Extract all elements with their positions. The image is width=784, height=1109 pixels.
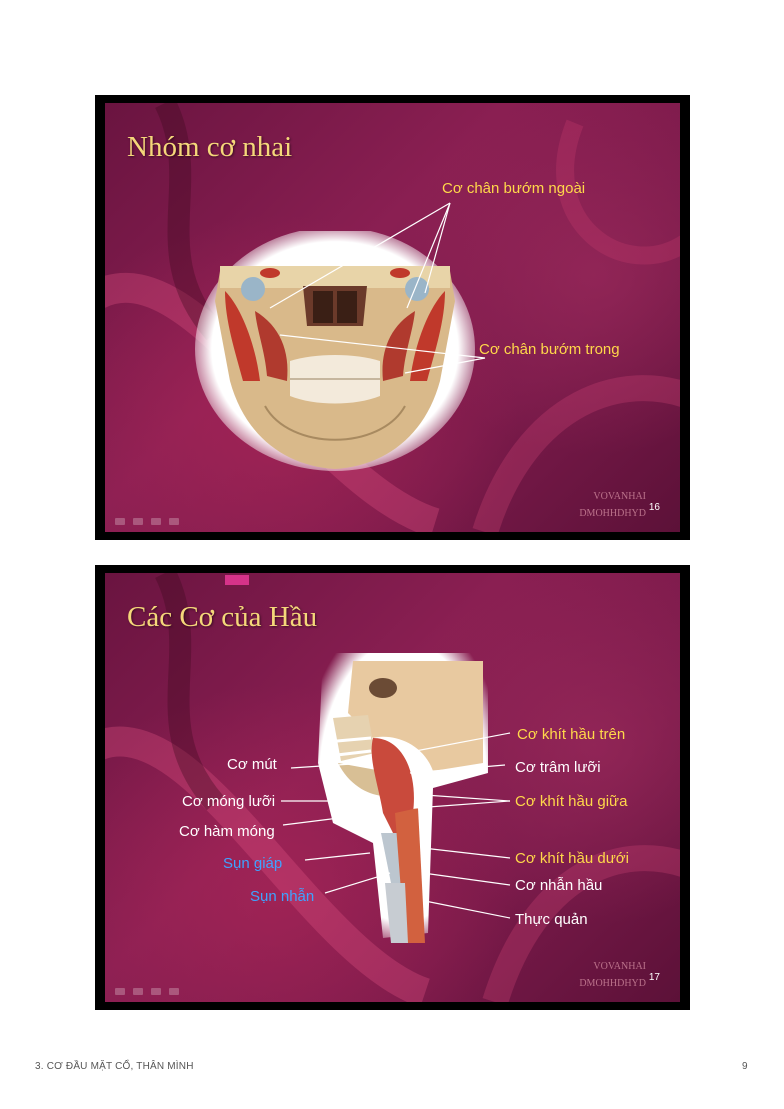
label-mylohyoid: Cơ hàm móng — [179, 823, 275, 840]
watermark: VOVANHAI DMOHHDHYD — [579, 488, 646, 522]
menu-icon[interactable] — [151, 988, 161, 995]
footer-chapter: 3. CƠ ĐẦU MẶT CỔ, THÂN MÌNH — [35, 1061, 194, 1072]
slide-page-number: 17 — [648, 972, 660, 983]
label-cricopharyngeus: Cơ nhẫn hầu — [515, 877, 603, 894]
slide-16-canvas: Nhóm cơ nhai — [105, 103, 680, 532]
prev-arrow-icon[interactable] — [115, 988, 125, 995]
footer-page-number: 9 — [742, 1061, 748, 1072]
next-arrow-icon[interactable] — [169, 518, 179, 525]
pharynx-muscle-illustration — [318, 653, 488, 943]
pen-icon[interactable] — [133, 518, 143, 525]
slide-title: Nhóm cơ nhai — [127, 131, 293, 163]
watermark-line-1: VOVANHAI — [593, 491, 646, 502]
background-swirl — [105, 573, 680, 1002]
watermark: VOVANHAI DMOHHDHYD — [579, 958, 646, 992]
slide-17-canvas: Các Cơ của Hầu — [105, 573, 680, 1002]
label-thyroid-cartilage: Sụn giáp — [223, 855, 283, 872]
jaw-muscle-illustration — [195, 231, 475, 471]
slide-title: Các Cơ của Hầu — [127, 601, 318, 633]
slide-nav-controls[interactable] — [115, 518, 179, 525]
watermark-line-1: VOVANHAI — [593, 961, 646, 972]
label-buccinator: Cơ mút — [227, 756, 277, 773]
label-esophagus: Thực quản — [515, 911, 588, 928]
slide-17: Các Cơ của Hầu — [95, 565, 690, 1010]
slide-nav-controls[interactable] — [115, 988, 179, 995]
slide-16: Nhóm cơ nhai — [95, 95, 690, 540]
label-medial-pterygoid: Cơ chân bướm trong — [479, 341, 620, 358]
label-cricoid-cartilage: Sụn nhẫn — [250, 888, 315, 905]
label-lateral-pterygoid: Cơ chân bướm ngoài — [442, 180, 586, 197]
pen-icon[interactable] — [133, 988, 143, 995]
slide-page-number: 16 — [648, 502, 660, 513]
label-inferior-constrictor: Cơ khít hầu dưới — [515, 850, 629, 867]
label-middle-constrictor: Cơ khít hầu giữa — [515, 793, 628, 810]
label-superior-constrictor: Cơ khít hầu trên — [517, 726, 626, 743]
label-styloglossus: Cơ trâm lưỡi — [515, 759, 601, 776]
watermark-line-2: DMOHHDHYD — [579, 978, 646, 989]
next-arrow-icon[interactable] — [169, 988, 179, 995]
prev-arrow-icon[interactable] — [115, 518, 125, 525]
menu-icon[interactable] — [151, 518, 161, 525]
watermark-line-2: DMOHHDHYD — [579, 508, 646, 519]
label-hyoglossus: Cơ móng lưỡi — [182, 793, 276, 810]
